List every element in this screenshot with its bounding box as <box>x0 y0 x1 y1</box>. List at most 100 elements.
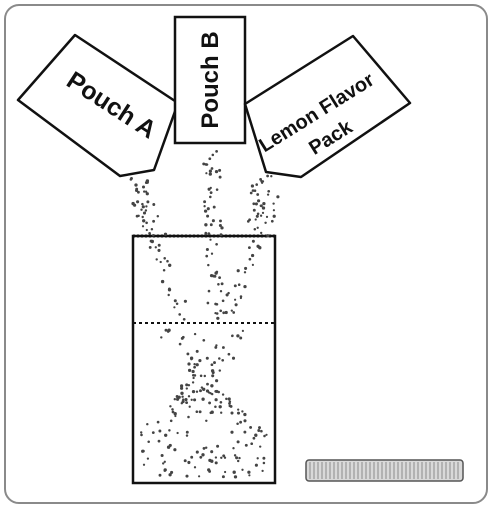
particle <box>203 374 207 378</box>
particle <box>188 405 191 408</box>
particle <box>156 420 160 424</box>
particle <box>133 203 137 207</box>
particle <box>180 401 184 405</box>
particle <box>169 419 173 423</box>
particle <box>168 473 172 477</box>
particle <box>204 223 208 227</box>
particle <box>146 422 149 426</box>
powder-particles <box>129 150 280 479</box>
particle <box>157 439 161 443</box>
particle <box>191 369 195 374</box>
particle <box>152 219 156 223</box>
particle <box>265 215 269 219</box>
particle <box>247 470 251 474</box>
particle <box>210 384 214 388</box>
particle <box>146 457 150 460</box>
particle <box>248 257 252 261</box>
particle <box>184 398 188 402</box>
particle <box>203 209 208 213</box>
particle <box>152 203 156 206</box>
particle <box>168 429 171 432</box>
particle <box>207 289 211 293</box>
particle <box>186 352 190 356</box>
particle <box>230 430 234 434</box>
particle <box>233 454 237 457</box>
particle <box>209 186 212 190</box>
particle <box>195 450 199 454</box>
stirring-rod-icon <box>305 459 464 482</box>
particle <box>208 157 212 161</box>
particle <box>262 461 266 465</box>
particle <box>141 202 144 206</box>
particle <box>185 387 188 390</box>
particle <box>256 226 259 229</box>
particle <box>157 248 161 252</box>
particle <box>195 390 199 393</box>
particle <box>241 329 245 333</box>
particle <box>218 357 221 360</box>
particle <box>231 356 236 360</box>
particle <box>214 405 217 408</box>
particle <box>140 431 143 434</box>
particle <box>229 404 233 408</box>
particle <box>214 456 218 459</box>
lemon-flavor-pack: Lemon Flavor Pack <box>243 34 412 179</box>
particle <box>208 458 212 463</box>
particle <box>255 183 258 186</box>
particle <box>180 391 184 395</box>
particle <box>146 181 149 184</box>
particle <box>166 259 169 263</box>
particle <box>142 449 145 453</box>
particle <box>260 231 263 235</box>
particle <box>140 433 143 437</box>
particle <box>243 271 247 274</box>
particle <box>211 219 215 223</box>
particle <box>219 400 223 404</box>
particle <box>218 369 222 372</box>
particle <box>202 338 206 342</box>
particle <box>198 359 202 363</box>
particle <box>203 205 206 208</box>
particle <box>217 283 220 286</box>
particle <box>159 260 162 264</box>
particle <box>215 379 219 383</box>
particle <box>205 172 208 175</box>
particle <box>162 462 165 465</box>
particle <box>185 434 189 437</box>
particle <box>221 299 225 303</box>
pouch-b: Pouch B <box>173 15 247 145</box>
particle <box>176 431 179 435</box>
particle <box>210 363 214 367</box>
particle <box>209 411 213 415</box>
particle <box>141 205 145 209</box>
particle <box>254 433 258 437</box>
particle <box>185 401 189 405</box>
particle <box>216 444 220 448</box>
particle <box>244 266 248 270</box>
particle <box>146 200 150 204</box>
particle <box>236 440 240 444</box>
particle <box>250 184 254 188</box>
particle <box>259 214 263 217</box>
particle <box>248 474 251 477</box>
particle <box>270 175 273 178</box>
particle <box>187 415 190 419</box>
stirrer-ridges <box>309 462 459 479</box>
particle <box>145 205 148 208</box>
particle <box>193 332 197 336</box>
particle <box>251 239 255 243</box>
particle <box>171 408 174 411</box>
particle <box>163 232 168 236</box>
particle <box>256 212 260 216</box>
particle <box>239 296 242 300</box>
particle <box>230 309 233 312</box>
particle <box>230 411 234 415</box>
particle <box>185 383 189 387</box>
particle <box>209 238 212 241</box>
particle <box>246 220 250 223</box>
particle <box>224 470 227 474</box>
particle <box>206 214 210 218</box>
particle <box>236 334 240 338</box>
particle <box>222 454 226 458</box>
